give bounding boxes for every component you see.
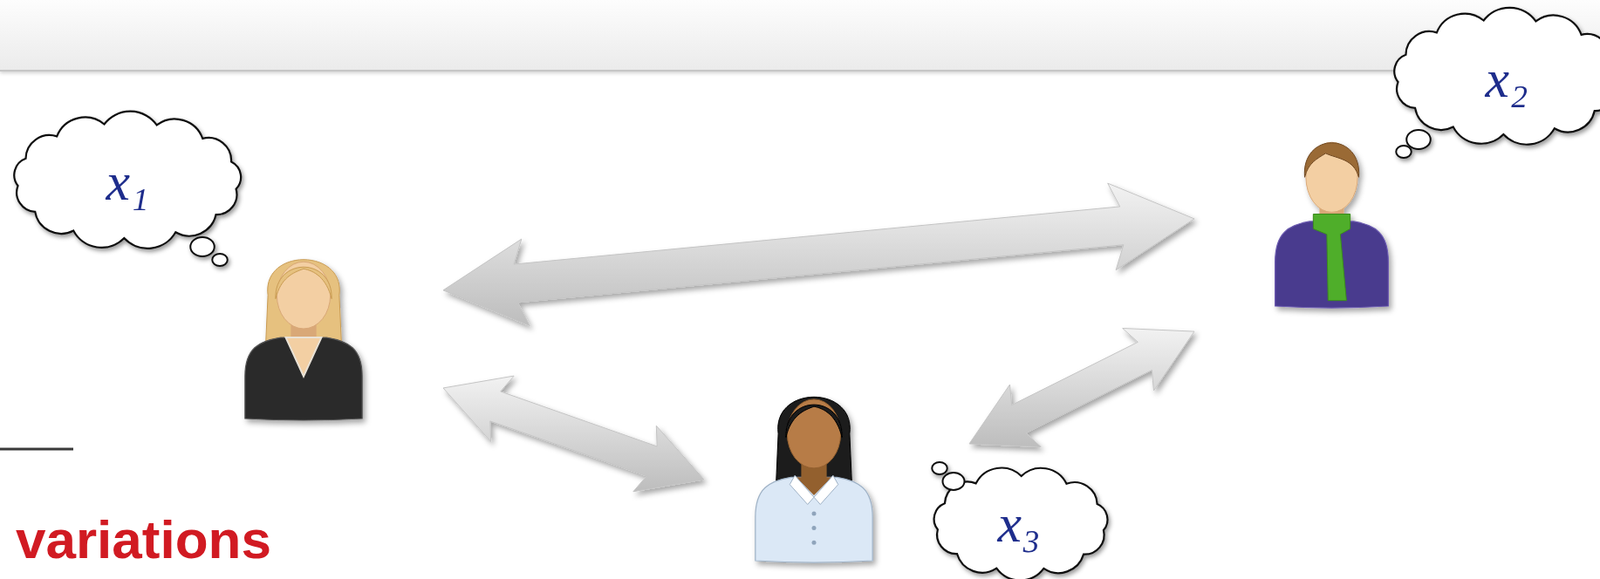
person-head (276, 261, 330, 329)
hair-top (786, 404, 842, 438)
section-label: variations (15, 512, 272, 568)
node-graphic (704, 370, 970, 572)
double-arrow (443, 376, 705, 493)
thought-bubble (931, 462, 948, 475)
shirt-collar (813, 475, 839, 505)
person-node: x₂ (1194, 113, 1404, 341)
node-graphic (1194, 113, 1404, 341)
thought-bubble (943, 472, 965, 491)
variable-name: x₂ (1484, 51, 1528, 106)
person-body (245, 337, 363, 421)
person-icon (755, 396, 873, 563)
thought-bubble (211, 253, 228, 267)
shirt-button (812, 526, 817, 531)
person-head (786, 399, 841, 469)
thought-bubble (1395, 145, 1412, 158)
person-icon (1275, 142, 1389, 308)
thought-cloud (13, 111, 241, 249)
thought-cloud (1394, 7, 1600, 145)
thought-cloud (1394, 7, 1600, 158)
thought-cloud (13, 111, 241, 267)
scarf (1312, 214, 1350, 301)
thought-cloud (934, 468, 1108, 579)
header-band (0, 0, 1600, 72)
variable-name: x₃ (997, 496, 1040, 551)
shirt-button (812, 511, 817, 516)
double-arrow (443, 183, 1195, 327)
node-graphic (209, 122, 444, 424)
shirt-button (812, 540, 817, 546)
thought-cloud (931, 462, 1108, 579)
person-node: x₁ (209, 122, 444, 424)
thought-bubble (1406, 129, 1431, 150)
thought-bubble (190, 237, 215, 257)
neckline (286, 337, 322, 377)
person-body (755, 477, 873, 563)
double-arrow (969, 328, 1195, 447)
shirt-collar (789, 475, 814, 505)
hair-top (1304, 143, 1359, 178)
person-icon (245, 259, 363, 421)
person-node: x₃ (704, 370, 970, 572)
hair-top (275, 266, 332, 299)
variable-name: x₁ (105, 154, 149, 209)
rule-line (0, 448, 74, 452)
